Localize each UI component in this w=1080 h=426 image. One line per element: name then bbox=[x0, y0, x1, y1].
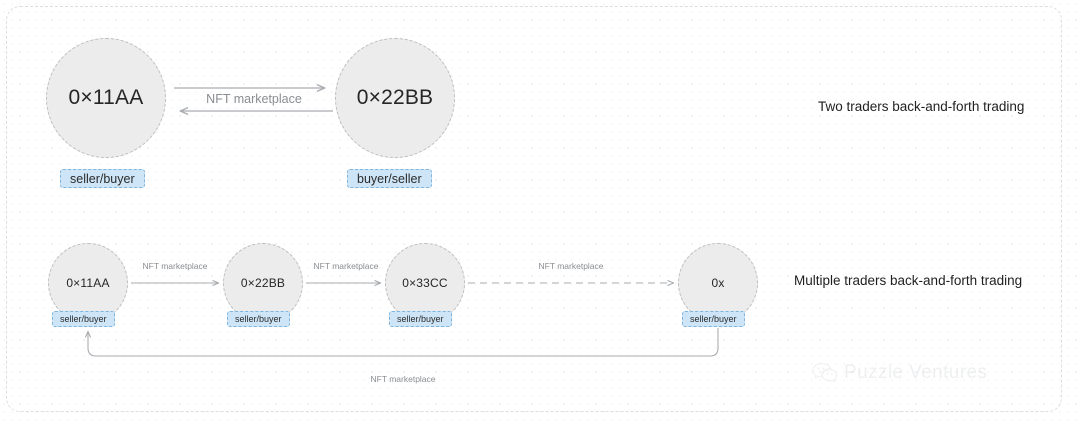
badge-label: seller/buyer bbox=[397, 314, 444, 324]
node-label: 0×22BB bbox=[240, 276, 286, 290]
badge-label: seller/buyer bbox=[235, 314, 282, 324]
edge-row2-feedback-loop bbox=[88, 328, 719, 357]
badge-seller-buyer[interactable]: seller/buyer bbox=[60, 169, 145, 188]
node-0x22BB[interactable]: 0×22BB bbox=[335, 38, 455, 158]
node-label: 0×11AA bbox=[66, 276, 110, 290]
node-label: 0x bbox=[711, 276, 725, 290]
badge-label: seller/buyer bbox=[60, 314, 107, 324]
edge-label-feedback-loop: NFT marketplace bbox=[370, 374, 436, 384]
node-m-0x11AA[interactable]: 0×11AA bbox=[48, 243, 128, 323]
badge-m3-seller-buyer[interactable]: seller/buyer bbox=[389, 311, 452, 327]
node-0x11AA[interactable]: 0×11AA bbox=[46, 38, 166, 158]
badge-m1-seller-buyer[interactable]: seller/buyer bbox=[52, 311, 115, 327]
badge-m4-seller-buyer[interactable]: seller/buyer bbox=[682, 311, 745, 327]
edge-label-row1: NFT marketplace bbox=[206, 92, 302, 106]
badge-m2-seller-buyer[interactable]: seller/buyer bbox=[227, 311, 290, 327]
badge-buyer-seller[interactable]: buyer/seller bbox=[347, 169, 432, 188]
edge-label-m1-m2: NFT marketplace bbox=[142, 261, 208, 271]
edge-label-m2-m3: NFT marketplace bbox=[313, 261, 379, 271]
badge-label: seller/buyer bbox=[70, 171, 135, 186]
node-m-0x22BB[interactable]: 0×22BB bbox=[223, 243, 303, 323]
node-m-0x33CC[interactable]: 0×33CC bbox=[385, 243, 465, 323]
node-label: 0×33CC bbox=[402, 276, 448, 290]
node-label: 0×22BB bbox=[356, 86, 434, 109]
badge-label: seller/buyer bbox=[690, 314, 737, 324]
node-label: 0×11AA bbox=[68, 86, 144, 109]
badge-label: buyer/seller bbox=[357, 171, 422, 186]
caption-row1: Two traders back-and-forth trading bbox=[818, 99, 1025, 114]
node-m-0x[interactable]: 0x bbox=[678, 243, 758, 323]
caption-row2: Multiple traders back-and-forth trading bbox=[794, 273, 1023, 288]
edge-label-m3-m4: NFT marketplace bbox=[538, 261, 604, 271]
